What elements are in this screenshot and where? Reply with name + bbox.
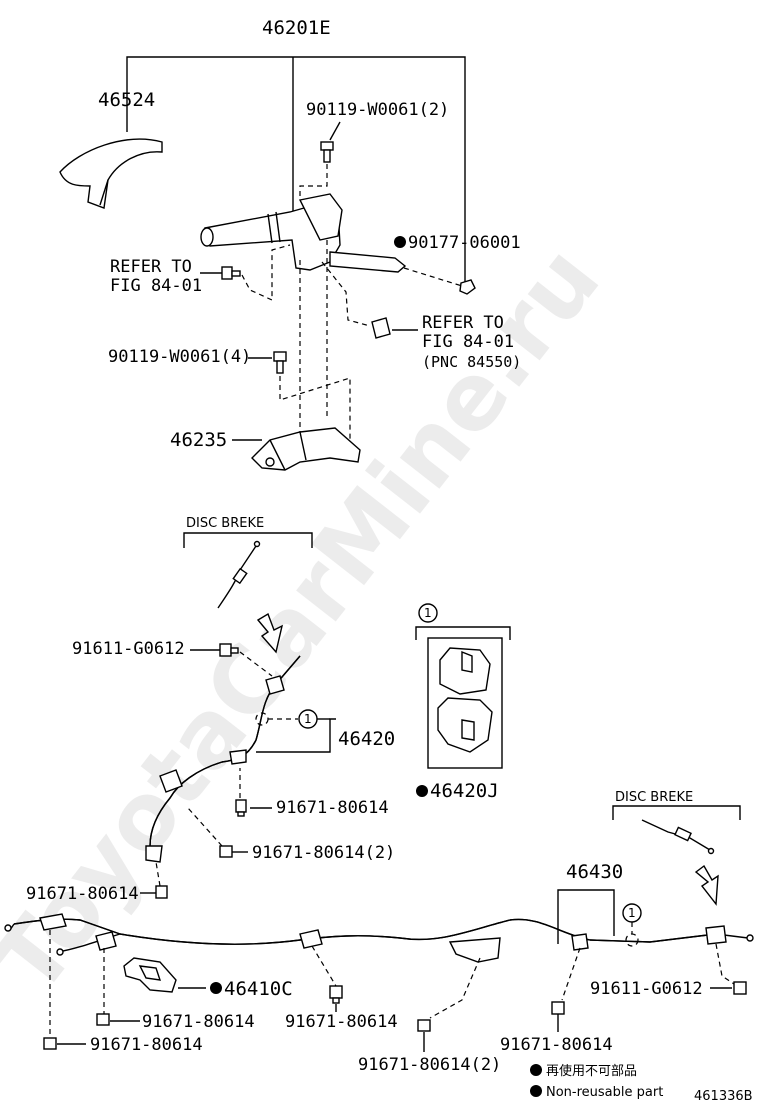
disc-breke-right-group: DISC BREKE <box>612 790 741 906</box>
label-refer2-line1: REFER TO <box>422 313 504 333</box>
label-46524: 46524 <box>98 89 155 111</box>
label-clamp-4: 91671-80614 <box>142 1012 255 1032</box>
legend-jp-bullet-icon <box>530 1064 542 1076</box>
label-clamp-8: 91671-80614(2) <box>358 1055 501 1075</box>
label-46201E: 46201E <box>262 17 331 39</box>
cable-46430-group: 46430 1 46410C 91671-80614 <box>4 861 754 1075</box>
label-46410C: 46410C <box>224 978 293 1000</box>
bolt-mid-icon <box>273 351 287 374</box>
label-disc-breke-right: DISC BREKE <box>615 790 693 805</box>
arrow-down-right-icon <box>694 864 719 906</box>
label-refer2-pnc: (PNC 84550) <box>422 353 521 371</box>
parking-brake-lever <box>200 193 407 273</box>
clamp-2-icon <box>219 845 233 858</box>
label-46420J: 46420J <box>430 780 499 802</box>
label-clamp-7: 91671-80614 <box>500 1035 613 1055</box>
clamp-8-icon <box>417 1019 431 1032</box>
detail-46420J-group: 1 46420J <box>415 603 511 802</box>
clamp-7-icon <box>551 1001 565 1015</box>
arrow-down-icon <box>256 612 284 654</box>
label-bolt-mid: 90119-W0061(4) <box>108 347 251 367</box>
label-clamp-6: 91671-80614 <box>285 1012 398 1032</box>
bolt-91611-right-icon <box>733 981 747 995</box>
switch-84550-icon <box>371 317 391 339</box>
clamp-1-icon <box>235 799 247 817</box>
label-bolt-top: 90119-W0061(2) <box>306 100 449 120</box>
clamp-6-icon <box>329 985 343 1004</box>
label-refer2-line2: FIG 84-01 <box>422 332 514 352</box>
non-reusable-mark-46420J-icon <box>416 785 428 797</box>
circle-1-detail-icon <box>418 603 438 623</box>
label-bolt-91611-right: 91611-G0612 <box>590 979 703 999</box>
label-circle-1-right: 1 <box>628 906 636 920</box>
label-46235: 46235 <box>170 429 227 451</box>
label-46430: 46430 <box>566 861 623 883</box>
lever-assembly-group: 46201E 46524 90119-W0061(2) 90177-06001 <box>59 17 521 471</box>
clamp-5-icon <box>43 1037 57 1050</box>
legend-en-bullet-icon <box>530 1085 542 1097</box>
legend-en: Non-reusable part <box>546 1085 663 1100</box>
non-reusable-mark-46410C-icon <box>210 982 222 994</box>
nut-90177-icon <box>459 279 476 295</box>
label-circle-1-left: 1 <box>304 712 312 726</box>
detail-box <box>427 637 503 769</box>
label-clamp-1: 91671-80614 <box>276 798 389 818</box>
label-clamp-5: 91671-80614 <box>90 1035 203 1055</box>
legend: 再使用不可部品 Non-reusable part 461336B <box>530 1063 753 1104</box>
bolt-top-icon <box>320 141 334 163</box>
cable-46420-group: DISC BREKE 91611-G0612 1 46420 91671-806… <box>26 516 395 904</box>
legend-jp: 再使用不可部品 <box>546 1063 637 1079</box>
label-46420: 46420 <box>338 728 395 750</box>
label-refer1-line1: REFER TO <box>110 257 192 277</box>
bolt-refer1-icon <box>221 266 241 280</box>
bolt-91611-left-icon <box>219 643 239 657</box>
lever-cover-46524 <box>59 138 163 209</box>
label-nut-90177: 90177-06001 <box>408 233 521 253</box>
clamp-4-icon <box>96 1013 110 1026</box>
figure-id: 461336B <box>694 1089 753 1104</box>
label-bolt-91611-left: 91611-G0612 <box>72 639 185 659</box>
label-clamp-3: 91671-80614 <box>26 884 139 904</box>
clamp-3-icon <box>155 885 168 899</box>
label-clamp-2: 91671-80614(2) <box>252 843 395 863</box>
label-circle-1-detail: 1 <box>424 606 432 620</box>
label-disc-breke-left: DISC BREKE <box>186 516 264 531</box>
non-reusable-mark-icon <box>394 236 406 248</box>
label-refer1-line2: FIG 84-01 <box>110 276 202 296</box>
